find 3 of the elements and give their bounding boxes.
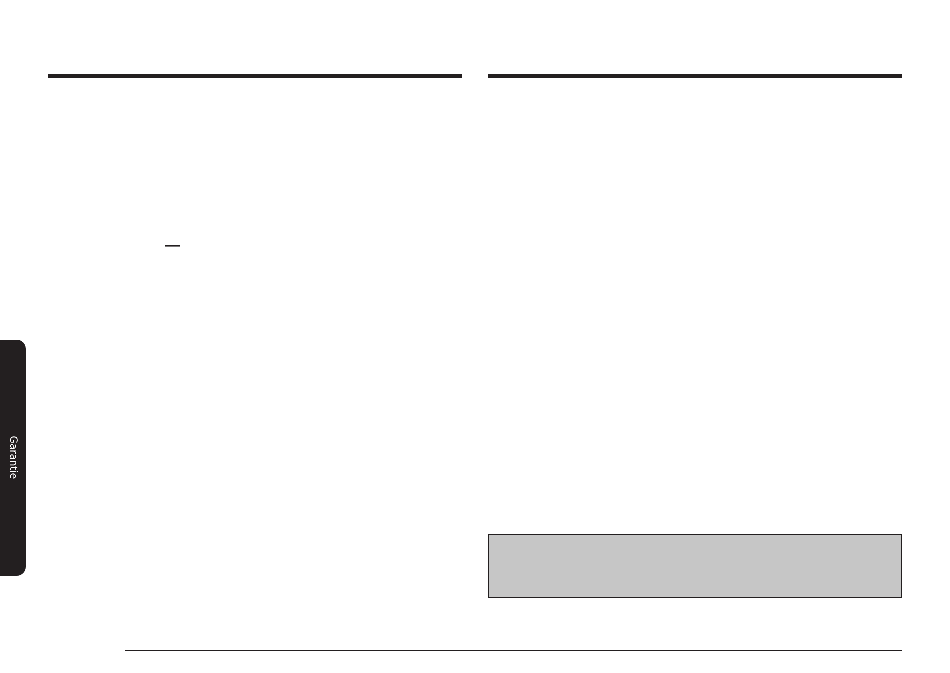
side-tab — [0, 340, 26, 576]
tab-label: Garantie — [8, 436, 18, 480]
note-panel — [488, 534, 902, 598]
